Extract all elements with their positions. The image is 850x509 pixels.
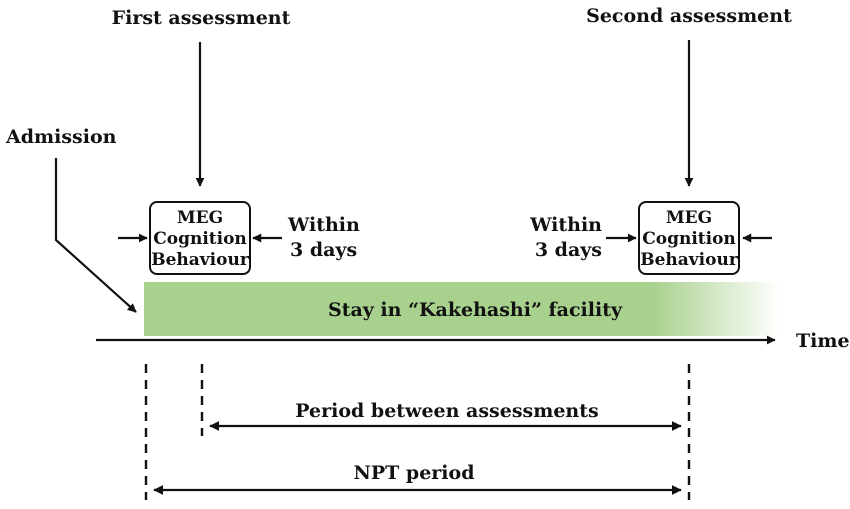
first-assessment-label: First assessment [112,7,291,29]
second-assessment-label: Second assessment [586,5,792,27]
box-1-line-1: MEG [177,208,223,228]
box-1-line-3: Behaviour [151,250,250,270]
stay-bar [144,282,780,336]
assessment-box-2 [638,201,740,275]
npt-period-label: NPT period [354,462,475,484]
within-1-line-1: Within [287,214,360,236]
assessment-box-1 [149,201,251,275]
box-2-line-3: Behaviour [640,250,739,270]
admission-arrow [54,158,137,313]
time-label: Time [796,330,850,352]
within-2-line-2: 3 days [535,239,602,261]
box-2-line-2: Cognition [642,229,736,249]
stay-label: Stay in “Kakehashi” facility [328,299,623,321]
box-2-line-1: MEG [666,208,712,228]
period-between-label: Period between assessments [295,400,598,422]
within-1-line-2: 3 days [290,239,357,261]
within-2-line-1: Within [529,214,602,236]
admission-label: Admission [5,126,117,148]
box-1-line-2: Cognition [153,229,247,249]
